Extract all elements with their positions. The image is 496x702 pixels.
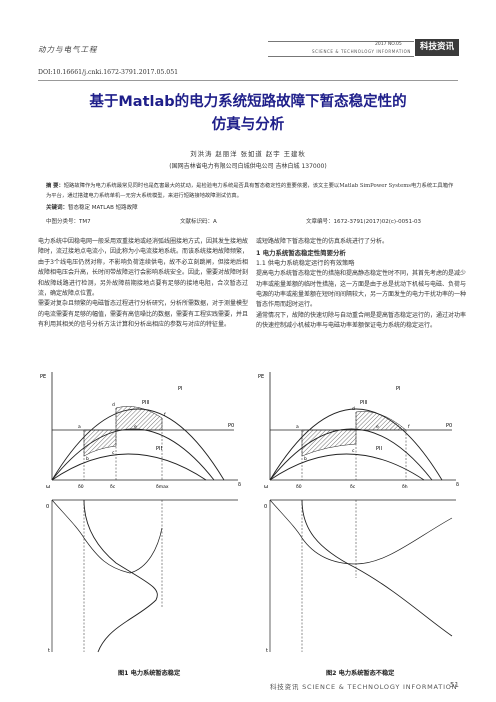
label-d: d bbox=[112, 402, 115, 408]
label-t: t bbox=[266, 648, 268, 654]
label-e: e bbox=[376, 425, 379, 430]
figure-1-diagram: PE PI PIII PII P0 a b c d e f δ ω δ0 δc … bbox=[40, 372, 241, 654]
keywords-text: 暂态稳定 MATLAB 短路故障 bbox=[68, 205, 138, 211]
abstract: 摘 要：短路故障作为电力系统最常见同时也是危害最大的扰动，是检验电力系统是否具有… bbox=[46, 181, 454, 201]
label-c: c bbox=[352, 449, 355, 454]
doi-divider bbox=[38, 80, 458, 81]
label-dc: δc bbox=[350, 484, 356, 490]
body-paragraph: 通常情况下，故障的快速切除与自动重合闸是提高暂态稳定运行的，通过对功率的快速控制… bbox=[256, 311, 467, 330]
label-pi: PI bbox=[396, 386, 401, 392]
omega-curve bbox=[269, 499, 453, 565]
article-number: 文章编号：1672-3791(2017)02(c)-0051-03 bbox=[306, 219, 422, 225]
authors: 刘洪涛 赵丽洋 张如道 赵宇 王建秋 bbox=[190, 150, 306, 158]
label-c: c bbox=[112, 451, 115, 456]
decel-area bbox=[115, 406, 163, 431]
journal-english: SCIENCE & TECHNOLOGY INFORMATION bbox=[312, 49, 412, 54]
clc-number: 中图分类号：TM7 bbox=[46, 219, 91, 225]
label-delta: δ bbox=[456, 482, 459, 488]
figure-2-diagram: PE PI PIII PII P0 a b c d e f δ ω δ0 δc … bbox=[258, 372, 459, 654]
label-f: f bbox=[408, 424, 410, 430]
label-piii: PIII bbox=[360, 400, 367, 406]
body-paragraph: 需要对复杂且频繁的电磁暂态过程进行分析研究，分析所需数据，对于测量模型的电流需要… bbox=[38, 300, 249, 329]
paper-title-line1: 基于Matlab的电力系统短路故障下暂态稳定性的 bbox=[89, 94, 407, 110]
label-piii: PIII bbox=[142, 400, 149, 406]
figure-2: PE PI PIII PII P0 a b c d e f δ ω δ0 δc … bbox=[256, 368, 464, 658]
label-delta: δ bbox=[238, 482, 241, 488]
header-rule-top bbox=[268, 41, 414, 42]
label-b: b bbox=[86, 456, 89, 462]
body-paragraph: 电力系统中因稳电网一般采用双重接地或经消弧线圈接地方式，因其发生接地故障时，流过… bbox=[38, 238, 249, 298]
label-pe: PE bbox=[258, 374, 264, 380]
issue-year: 2017 NO.05 bbox=[375, 42, 402, 47]
label-dh: δh bbox=[402, 484, 408, 490]
omega-curve bbox=[51, 499, 163, 574]
label-pii: PII bbox=[376, 446, 382, 452]
document-code: 文献标识码：A bbox=[180, 219, 217, 225]
doi[interactable]: DOI:10.16661/j.cnki.1672-3791.2017.05.05… bbox=[38, 69, 179, 76]
journal-name: 动力与电气工程 bbox=[38, 45, 98, 54]
label-d0: δ0 bbox=[296, 484, 302, 490]
label-dmax: δmax bbox=[156, 484, 169, 490]
subsection-heading: 1.1 供电力系统稳定运行的有效策略 bbox=[256, 259, 355, 267]
label-p0: P0 bbox=[228, 423, 234, 429]
footer-journal: 科技资讯 SCIENCE & TECHNOLOGY INFORMATION bbox=[270, 683, 458, 691]
curve-piii bbox=[269, 428, 433, 481]
abstract-label: 摘 要： bbox=[46, 183, 64, 189]
page-number: 51 bbox=[450, 681, 459, 689]
label-origin: 0 bbox=[264, 504, 267, 510]
curve-pii bbox=[269, 453, 425, 481]
body-paragraph: 提高电力系统暂态稳定性的措施和提高静态稳定性时不同，其首先考虑的是减少功率或能量… bbox=[256, 270, 467, 309]
body-paragraph: 或短路故障下暂态稳定性的仿真系统进行了分析。 bbox=[256, 238, 389, 245]
affiliation: (国网吉林省电力有限公司白城供电公司 吉林白城 137000) bbox=[169, 163, 327, 170]
label-omega: ω bbox=[264, 484, 268, 490]
abstract-text: 短路故障作为电力系统最常见同时也是危害最大的扰动，是检验电力系统是否具有暂态稳定… bbox=[46, 183, 454, 199]
body-right-column: 或短路故障下暂态稳定性的仿真系统进行了分析。 1 电力系统暂态稳定性简要分析 1… bbox=[256, 237, 466, 332]
delta-time-curve bbox=[301, 499, 453, 637]
label-d0: δ0 bbox=[78, 484, 84, 490]
section-heading: 1 电力系统暂态稳定性简要分析 bbox=[256, 249, 346, 258]
keywords-label: 关键词： bbox=[46, 205, 69, 211]
curve-pii bbox=[51, 453, 207, 481]
keywords: 关键词：暂态稳定 MATLAB 短路故障 bbox=[46, 203, 454, 211]
label-t: t bbox=[48, 648, 50, 654]
label-f: f bbox=[164, 412, 166, 418]
label-a: a bbox=[78, 425, 81, 430]
accel-area bbox=[83, 429, 117, 457]
label-omega: ω bbox=[46, 484, 50, 490]
label-e: e bbox=[134, 425, 137, 430]
label-b: b bbox=[304, 456, 307, 462]
label-p0: P0 bbox=[446, 423, 452, 429]
decel-area bbox=[355, 411, 407, 431]
label-d: d bbox=[352, 406, 355, 412]
figure-1: PE PI PIII PII P0 a b c d e f δ ω δ0 δc … bbox=[38, 368, 246, 658]
paper-title-line2: 仿真与分析 bbox=[211, 117, 285, 133]
body-left-column: 电力系统中因稳电网一般采用双重接地或经消弧线圈接地方式，因其发生接地故障时，流过… bbox=[38, 237, 248, 331]
label-pi: PI bbox=[178, 386, 183, 392]
curve-pi bbox=[269, 408, 443, 481]
figure-1-caption: 图1 电力系统暂态稳定 bbox=[118, 670, 181, 677]
header-rule-bottom bbox=[268, 56, 414, 57]
label-pii: PII bbox=[156, 446, 162, 452]
label-origin: 0 bbox=[46, 504, 49, 510]
accel-area bbox=[301, 429, 357, 457]
label-dc: δc bbox=[110, 484, 116, 490]
delta-time-curve bbox=[83, 499, 158, 653]
figure-2-caption: 图2 电力系统暂态不稳定 bbox=[326, 670, 395, 677]
journal-badge: 科技资讯 bbox=[415, 39, 459, 56]
label-pe: PE bbox=[40, 374, 46, 380]
label-a: a bbox=[296, 425, 299, 430]
